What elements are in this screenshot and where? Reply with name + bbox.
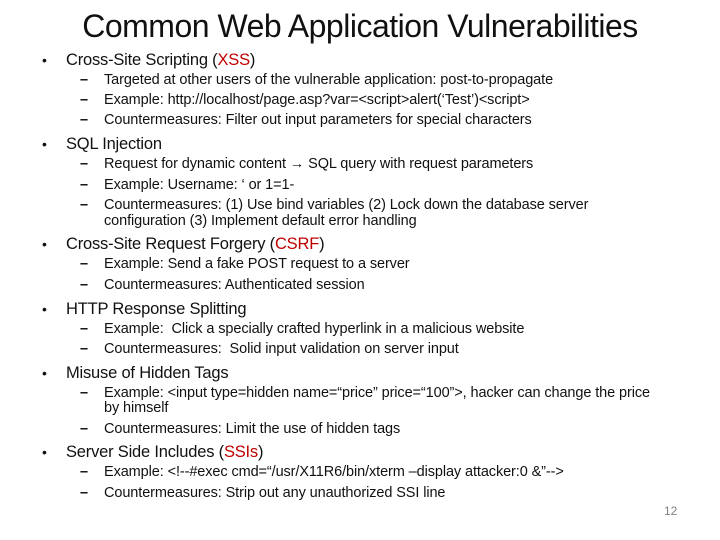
heading-segment: Cross-Site Scripting ( [66, 50, 218, 69]
sub-bullet-text: Example: http://localhost/page.asp?var=<… [104, 92, 530, 109]
sub-bullet: –Countermeasures: Limit the use of hidde… [0, 420, 664, 438]
bullet-heading-text: Server Side Includes (SSIs) [66, 443, 263, 461]
dash-icon: – [80, 464, 88, 481]
highlighted-acronym: CSRF [274, 235, 320, 254]
sub-bullet-text: Countermeasures: Filter out input parame… [104, 112, 532, 129]
sub-bullet-text: Countermeasures: Authenticated session [104, 276, 365, 293]
highlighted-acronym: SSIs [223, 443, 258, 462]
dash-icon: – [80, 71, 88, 88]
heading-segment: ) [257, 443, 264, 462]
sub-bullet-text: Example: <input type=hidden name=“price”… [104, 384, 654, 417]
sub-bullet: –Countermeasures: Authenticated session [0, 276, 664, 294]
sub-bullet: –Example: Username: ‘ or 1=1- [0, 176, 664, 194]
bullet-heading: • Server Side Includes (SSIs) [0, 442, 664, 462]
bullet-heading: • HTTP Response Splitting [0, 299, 664, 319]
sub-bullet: –Countermeasures: Strip out any unauthor… [0, 484, 664, 502]
sub-bullet: –Countermeasures: Filter out input param… [0, 113, 664, 129]
bullet-heading-text: HTTP Response Splitting [66, 299, 247, 318]
sub-bullet: –Request for dynamic content → SQL query… [0, 156, 664, 173]
bullet-heading-text: SQL Injection [66, 135, 162, 153]
sub-bullet: –Countermeasures: Solid input validation… [0, 340, 664, 358]
dash-icon: – [80, 176, 88, 193]
bullet-icon: • [42, 136, 47, 153]
dash-icon: – [80, 196, 88, 213]
dash-icon: – [80, 156, 88, 173]
sub-bullet-text: Request for dynamic content → SQL query … [104, 156, 534, 173]
dash-icon: – [80, 420, 88, 437]
heading-segment: Server Side Includes ( [66, 443, 224, 462]
sub-bullet-text: Example: <!--#exec cmd=“/usr/X11R6/bin/x… [104, 464, 564, 481]
sub-bullet-text: Countermeasures: (1) Use bind variables … [104, 196, 593, 229]
highlighted-acronym: XSS [217, 50, 250, 69]
dash-icon: – [80, 92, 88, 109]
bullet-heading-text: Misuse of Hidden Tags [66, 363, 229, 382]
bullet-icon: • [42, 444, 47, 461]
dash-icon: – [80, 384, 88, 401]
bullet-heading: • Misuse of Hidden Tags [0, 363, 664, 383]
dash-icon: – [80, 340, 88, 357]
sub-bullet-text: Countermeasures: Limit the use of hidden… [104, 420, 401, 437]
sub-bullet: –Example: <!--#exec cmd=“/usr/X11R6/bin/… [0, 465, 664, 481]
dash-icon: – [80, 484, 88, 501]
slide-page-number: 12 [664, 504, 678, 518]
bullet-icon: • [42, 300, 47, 317]
dash-icon: – [80, 320, 88, 337]
dash-icon: – [80, 256, 88, 273]
sub-bullet: –Countermeasures: (1) Use bind variables… [0, 196, 664, 230]
sub-bullet: –Example: Send a fake POST request to a … [0, 257, 664, 273]
bullet-heading: • Cross-Site Scripting (XSS) [0, 50, 664, 70]
slide-title: Common Web Application Vulnerabilities [82, 8, 638, 44]
heading-segment: Misuse of Hidden Tags [66, 363, 229, 382]
sub-bullet-text: Example: Username: ‘ or 1=1- [104, 176, 295, 193]
sub-bullet-text: Example: Send a fake POST request to a s… [104, 256, 410, 273]
sub-bullet-text: Countermeasures: Solid input validation … [104, 340, 459, 357]
bullet-list: •Cross-Site Scripting (XSS)–Targeted at … [0, 45, 720, 502]
heading-segment: HTTP Response Splitting [66, 299, 247, 318]
heading-segment: ) [249, 50, 256, 69]
dash-icon: – [80, 276, 88, 293]
sub-bullet: –Example: <input type=hidden name=“price… [0, 384, 664, 418]
bullet-heading-text: Cross-Site Scripting (XSS) [66, 51, 255, 69]
sub-bullet: –Example: http://localhost/page.asp?var=… [0, 92, 664, 109]
sub-bullet-text: Example: Click a specially crafted hyper… [104, 320, 525, 337]
sub-bullet-text: Countermeasures: Strip out any unauthori… [104, 484, 446, 501]
dash-icon: – [80, 112, 88, 129]
bullet-icon: • [42, 51, 47, 68]
sub-bullet-text: Targeted at other users of the vulnerabl… [104, 71, 554, 88]
bullet-icon: • [42, 236, 47, 253]
sub-bullet: –Targeted at other users of the vulnerab… [0, 71, 664, 89]
bullet-heading-text: Cross-Site Request Forgery (CSRF) [66, 235, 325, 254]
heading-segment: SQL Injection [66, 135, 162, 154]
bullet-heading: • Cross-Site Request Forgery (CSRF) [0, 234, 664, 254]
heading-segment: ) [319, 235, 325, 254]
bullet-heading: • SQL Injection [0, 134, 664, 154]
sub-bullet: –Example: Click a specially crafted hype… [0, 320, 664, 338]
bullet-icon: • [42, 364, 47, 381]
heading-segment: Cross-Site Request Forgery ( [66, 235, 275, 254]
